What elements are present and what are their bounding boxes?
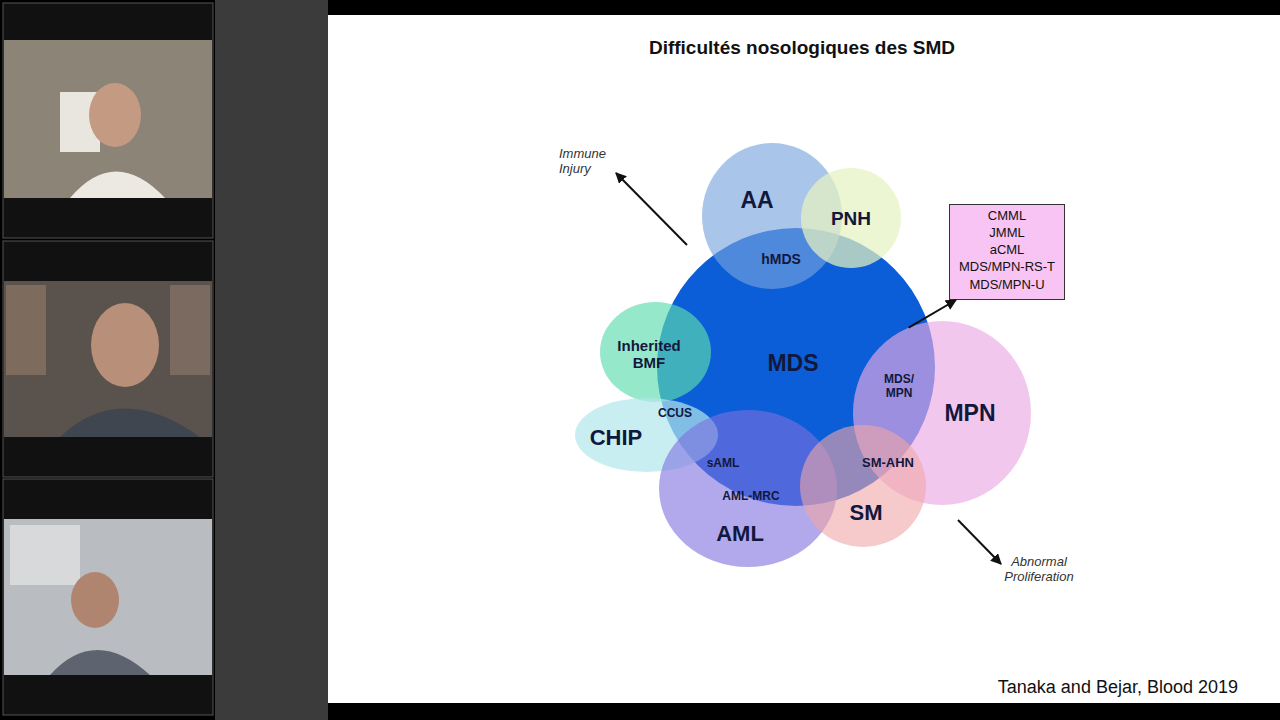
disease-name: AA (740, 187, 773, 213)
direction-arrow (958, 520, 1001, 564)
disease-name: Inherited BMF (607, 337, 691, 372)
video-image (4, 40, 212, 198)
direction-arrow (616, 173, 687, 245)
circle-fill (600, 302, 711, 402)
subtype-box: CMML JMML aCML MDS/MPN-RS-T MDS/MPN-U (949, 204, 1065, 300)
citation: Tanaka and Bejar, Blood 2019 (998, 677, 1238, 698)
overlap-label: CCUS (658, 407, 692, 421)
subtype-name: MDS/MPN-U (969, 278, 1044, 293)
axis-note: Abnormal Proliferation (996, 555, 1082, 585)
person-head (91, 303, 159, 387)
subtype-name: MDS/MPN-RS-T (959, 260, 1055, 275)
disease-name: PNH (831, 208, 871, 230)
person-body (70, 172, 165, 199)
circle-fill (800, 425, 926, 547)
video-tile (3, 3, 213, 238)
person-body (50, 650, 150, 675)
disease-circle: Inherited BMF (600, 302, 711, 402)
person-head (89, 83, 141, 147)
axis-note: Immune Injury (559, 147, 613, 177)
overlap-label: sAML (707, 457, 740, 471)
disease-name: AML (716, 521, 764, 546)
subtype-name: aCML (990, 243, 1025, 258)
side-panel (215, 0, 328, 720)
box-fill (950, 205, 1065, 300)
overlap-label: hMDS (761, 251, 801, 267)
video-tile (3, 241, 213, 477)
bookshelf (170, 285, 210, 375)
video-image (4, 281, 212, 437)
whiteboard (10, 525, 80, 585)
disease-name: SM (850, 500, 883, 525)
circle-outline (800, 425, 926, 547)
overlap-label: SM-AHN (862, 456, 914, 471)
overlap-label: AML-MRC (722, 490, 779, 504)
person-head (71, 572, 119, 628)
disease-name: MDS (767, 350, 818, 376)
slide-background (328, 15, 1280, 703)
bookshelf (6, 285, 46, 375)
disease-name: MPN (944, 400, 995, 426)
disease-name: CHIP (590, 425, 643, 450)
video-image (4, 519, 212, 675)
slide-title: Difficultés nosologiques des SMD (649, 37, 955, 59)
disease-circle: SM (800, 425, 926, 547)
person-body (60, 409, 200, 438)
video-tile (3, 479, 213, 715)
disease-circle: PNH (801, 168, 901, 268)
subtype-name: CMML (988, 209, 1026, 224)
circle-fill (801, 168, 901, 268)
overlap-label: MDS/ MPN (879, 373, 919, 401)
subtype-name: JMML (989, 226, 1024, 241)
